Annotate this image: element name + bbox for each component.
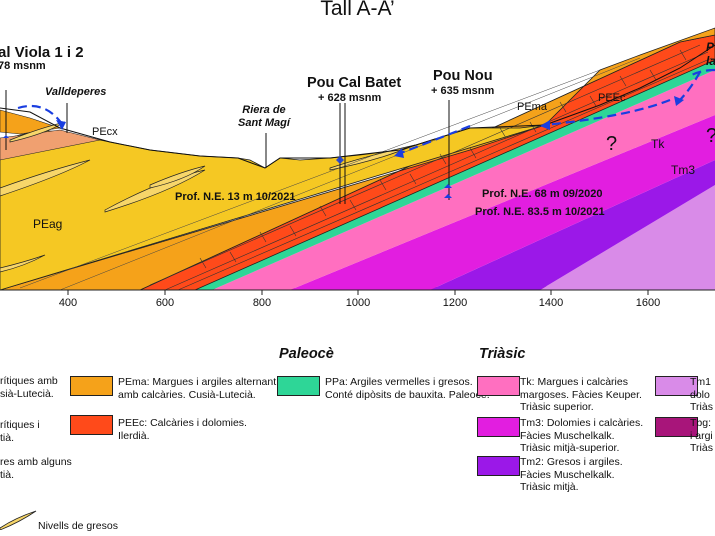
tick-1000: 1000	[345, 297, 371, 309]
legend-heading-paleocene: Paleocè	[279, 346, 334, 362]
legend-left-1: rítiques amb sià-Lutecià.	[0, 375, 58, 400]
cross-section-diagram	[0, 27, 715, 295]
cal-batet-label: Pou Cal Batet	[307, 75, 402, 91]
legend-tm1: Tm1 dolo Triàs	[690, 376, 713, 413]
legend-left-2: rítiques i tià.	[0, 419, 40, 444]
tick-1200: 1200	[442, 297, 468, 309]
legend-swatch-peec	[70, 415, 113, 435]
pecx-label: PEcx	[92, 126, 118, 138]
limestone-brick-pattern	[149, 44, 713, 290]
peag-label: PEag	[33, 217, 63, 231]
axis-ticks	[67, 290, 649, 295]
tk-label: Tk	[651, 137, 665, 151]
prof-pou-nou-2021: Prof. N.E. 83.5 m 10/2021	[475, 206, 605, 218]
sandstone-lens	[0, 159, 91, 197]
prof-pou-nou-2020: Prof. N.E. 68 m 09/2020	[482, 188, 603, 200]
legend-swatch-tbg	[655, 417, 698, 437]
legend-pema: PEma: Margues i argiles alternant amb ca…	[118, 376, 277, 401]
arrow-head	[56, 120, 66, 130]
arrow-head	[674, 96, 684, 106]
legend-tm2: Tm2: Gresos i argiles. Fàcies Muschelkal…	[520, 456, 623, 493]
prof-cal-batet: Prof. N.E. 13 m 10/2021	[175, 191, 296, 203]
legend-tm3: Tm3: Dolomies i calcàries. Fàcies Musche…	[520, 417, 644, 454]
sandstone-lens	[0, 254, 46, 273]
tick-1600: 1600	[635, 297, 661, 309]
legend-tk: Tk: Margues i calcàries margoses. Fàcies…	[520, 376, 642, 413]
sandstone-lens	[149, 165, 206, 189]
right-label-top2: la	[706, 54, 715, 68]
arrow-heads	[56, 96, 684, 158]
legend-swatch-tm3	[477, 417, 520, 437]
arrow-head	[394, 148, 404, 158]
flow-arrow	[17, 104, 63, 125]
pema-label: PEma	[517, 101, 547, 113]
legend-sandstone-icon	[0, 510, 37, 530]
water-marker	[336, 156, 344, 164]
valldeperes-label: Valldeperes	[45, 86, 107, 98]
legend-gresos: Nivells de gresos	[38, 520, 118, 532]
sandstone-lens	[104, 169, 206, 213]
legend-peec: PEEc: Calcàries i dolomies. Ilerdià.	[118, 417, 247, 442]
legend-swatch-pema	[70, 376, 113, 396]
water-marker	[3, 135, 9, 138]
cal-batet-elevation: + 628 msnm	[318, 92, 382, 104]
wells	[5, 90, 450, 204]
flow-arrow	[397, 124, 471, 156]
pou-nou-elevation: + 635 msnm	[431, 85, 495, 97]
pou-nou-label: Pou Nou	[433, 68, 493, 84]
tick-600: 600	[155, 297, 175, 309]
question-mark-1: ?	[606, 133, 618, 155]
water-marker	[444, 194, 452, 198]
arrow-head	[540, 120, 550, 130]
right-label-top: P	[706, 40, 715, 54]
water-marker	[444, 184, 452, 188]
legend-swatch-ppa	[277, 376, 320, 396]
legend-ppa: PPa: Argiles vermelles i gresos. Conté d…	[325, 376, 490, 401]
peec-label: PEEc	[598, 92, 626, 104]
marl-banding	[19, 57, 641, 290]
riera-label: Riera de Sant Magí	[238, 104, 290, 129]
legend-swatch-tm1	[655, 376, 698, 396]
legend-swatch-tm2	[477, 456, 520, 476]
tick-1400: 1400	[538, 297, 564, 309]
topography-line	[0, 44, 715, 169]
tick-400: 400	[58, 297, 78, 309]
legend-heading-triassic: Triàsic	[479, 346, 526, 362]
wells-left-elevation: 78 msnm	[0, 60, 46, 72]
flow-arrow	[689, 68, 715, 77]
section-title: Tall A-A’	[320, 0, 395, 20]
tm3-label: Tm3	[671, 163, 695, 177]
wells-left-label: al Viola 1 i 2	[0, 44, 84, 61]
legend-left-3: res amb alguns tià.	[0, 456, 72, 481]
legend-swatch-tk	[477, 376, 520, 396]
tick-800: 800	[252, 297, 272, 309]
water-level-markers	[3, 135, 452, 198]
legend-tbg: Tbg: i argi Triàs	[690, 417, 713, 454]
question-mark-2: ?	[706, 125, 715, 148]
